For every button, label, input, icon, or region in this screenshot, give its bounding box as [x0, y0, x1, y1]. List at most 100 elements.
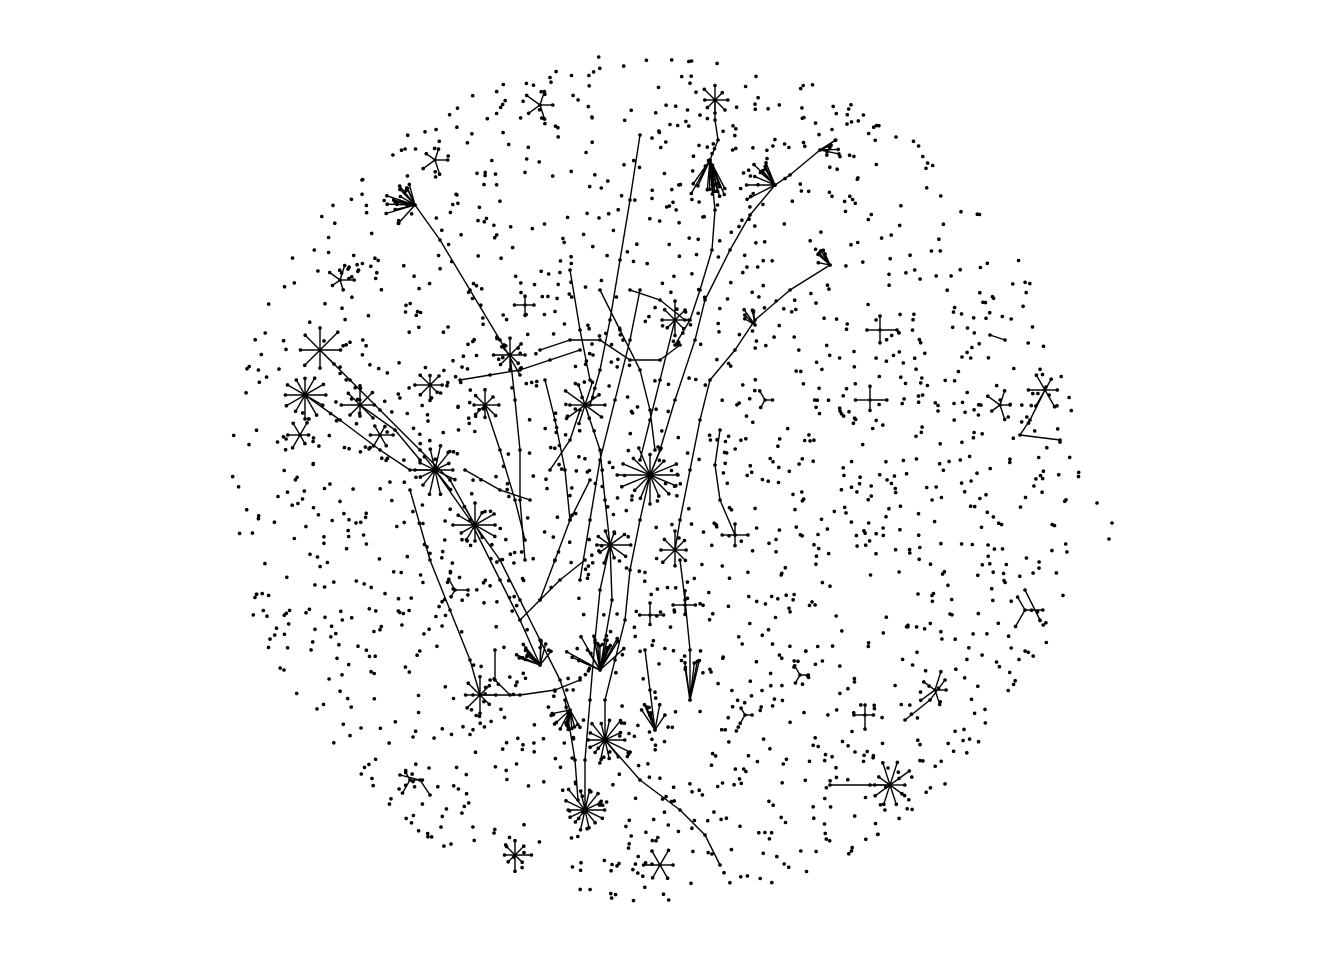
- isolated-node: [274, 626, 279, 630]
- leaf-node: [502, 853, 507, 857]
- isolated-node: [453, 374, 458, 379]
- leaf-node: [733, 543, 737, 548]
- isolated-node: [725, 297, 730, 301]
- isolated-node: [440, 228, 444, 233]
- isolated-node: [384, 458, 388, 463]
- leaf-node: [303, 376, 307, 381]
- isolated-node: [349, 705, 354, 709]
- isolated-node: [459, 232, 463, 237]
- isolated-node: [653, 743, 658, 747]
- isolated-node: [290, 503, 295, 508]
- isolated-node: [930, 163, 935, 168]
- isolated-node: [742, 700, 747, 705]
- isolated-node: [991, 296, 996, 301]
- isolated-node: [862, 529, 866, 533]
- edge: [406, 188, 416, 206]
- isolated-node: [817, 386, 821, 391]
- isolated-node: [934, 485, 938, 489]
- edge: [614, 339, 631, 401]
- edge: [566, 651, 601, 671]
- isolated-node: [733, 447, 737, 451]
- isolated-node: [877, 374, 882, 379]
- isolated-node: [508, 552, 513, 556]
- edge: [789, 264, 831, 291]
- isolated-node: [767, 799, 771, 804]
- isolated-node: [1017, 657, 1021, 662]
- isolated-node: [969, 697, 974, 702]
- isolated-node: [698, 113, 702, 117]
- isolated-node: [531, 556, 535, 561]
- isolated-node: [734, 146, 738, 151]
- isolated-node: [862, 753, 866, 758]
- isolated-node: [672, 274, 676, 279]
- leaf-node: [491, 353, 496, 357]
- isolated-node: [405, 174, 410, 178]
- isolated-node: [669, 58, 674, 62]
- isolated-node: [573, 780, 578, 784]
- leaf-node: [543, 642, 548, 646]
- isolated-node: [949, 597, 954, 602]
- isolated-node: [819, 230, 823, 234]
- isolated-node: [322, 486, 327, 491]
- isolated-node: [783, 820, 788, 825]
- isolated-node: [1034, 477, 1038, 481]
- isolated-node: [584, 150, 588, 155]
- leaf-node: [637, 613, 642, 617]
- isolated-node: [840, 739, 845, 744]
- isolated-node: [348, 340, 352, 345]
- isolated-node: [916, 511, 921, 516]
- isolated-node: [884, 514, 888, 519]
- leaf-node: [516, 361, 520, 366]
- edge: [651, 864, 661, 879]
- isolated-node: [857, 481, 862, 486]
- isolated-node: [618, 333, 623, 337]
- leaf-node: [449, 594, 453, 599]
- leaf-node: [612, 530, 616, 534]
- edge: [559, 559, 586, 581]
- isolated-node: [663, 646, 667, 651]
- isolated-node: [494, 624, 499, 629]
- isolated-node: [366, 313, 371, 318]
- leaf-node: [618, 730, 623, 735]
- isolated-node: [937, 461, 942, 466]
- isolated-node: [627, 731, 631, 736]
- leaf-node: [438, 492, 443, 497]
- edge: [904, 699, 931, 721]
- isolated-node: [1023, 649, 1027, 653]
- leaf-node: [384, 443, 389, 448]
- leaf-node: [521, 642, 526, 647]
- isolated-node: [542, 312, 547, 317]
- isolated-node: [746, 168, 751, 172]
- isolated-node: [501, 355, 505, 360]
- leaf-node: [524, 93, 529, 98]
- isolated-node: [727, 534, 731, 538]
- isolated-node: [586, 572, 591, 577]
- isolated-node: [850, 729, 854, 734]
- isolated-node: [991, 515, 996, 519]
- leaf-node: [348, 413, 352, 417]
- isolated-node: [654, 556, 659, 561]
- isolated-node: [694, 90, 698, 94]
- isolated-node: [688, 782, 692, 786]
- isolated-node: [439, 825, 443, 829]
- isolated-node: [755, 759, 760, 764]
- isolated-node: [396, 392, 401, 396]
- isolated-node: [954, 667, 958, 671]
- isolated-node: [455, 125, 459, 129]
- isolated-node: [634, 609, 639, 614]
- path-node: [488, 373, 492, 377]
- isolated-node: [278, 666, 283, 670]
- leaf-node: [644, 705, 649, 709]
- isolated-node: [792, 592, 796, 597]
- isolated-node: [1055, 427, 1060, 431]
- isolated-node: [788, 644, 792, 649]
- path-node: [658, 298, 662, 302]
- path-node: [1038, 618, 1042, 622]
- path-node: [888, 783, 892, 787]
- isolated-node: [967, 737, 972, 741]
- isolated-node: [716, 255, 721, 259]
- edge: [649, 474, 670, 495]
- isolated-node: [593, 481, 598, 486]
- isolated-node: [637, 569, 642, 573]
- isolated-node: [914, 434, 918, 439]
